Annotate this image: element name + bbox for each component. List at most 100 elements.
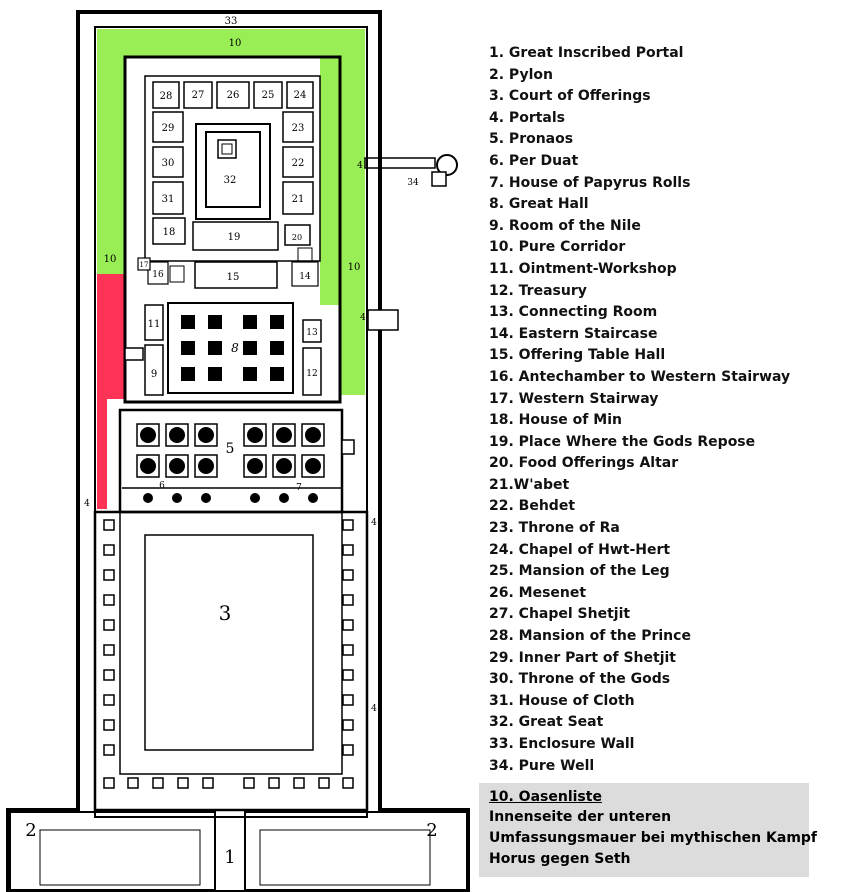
great-seat-shrine-core: [221, 143, 233, 155]
legend-item: 30. Throne of the Gods: [489, 671, 671, 688]
chapel-29: [152, 111, 184, 143]
label-4-d: 4: [371, 518, 377, 528]
stair-16: [169, 265, 185, 283]
screen-wall-columns: [143, 493, 318, 503]
label-4-e: 4: [371, 704, 377, 714]
room-13: [302, 319, 322, 343]
great-seat-inner: [205, 131, 261, 208]
legend-item: 23. Throne of Ra: [489, 520, 620, 537]
label-10-right: 10: [348, 262, 361, 273]
label-21: 21: [292, 194, 305, 205]
sanctuary-block: [144, 75, 321, 262]
label-34: 34: [407, 178, 419, 188]
chapel-22: [282, 146, 314, 178]
label-30: 30: [162, 158, 175, 169]
label-27: 27: [192, 90, 205, 101]
enclosure-wall-inner: [94, 26, 368, 818]
plan-labels: 33 10 10 10 28 27 26 25 24 29 23 30 22 3…: [25, 16, 437, 868]
room-17: [137, 257, 151, 271]
label-33: 33: [225, 16, 238, 27]
legend-item: 1. Great Inscribed Portal: [489, 45, 684, 61]
label-10-top: 10: [229, 38, 242, 49]
note-title: 10. Oasenliste: [489, 789, 602, 805]
label-2-left: 2: [25, 820, 36, 841]
chapel-25: [253, 81, 283, 109]
legend-item: 6. Per Duat: [489, 152, 579, 169]
label-6: 6: [159, 481, 165, 491]
legend-item: 13. Connecting Room: [489, 304, 658, 321]
legend-item: 17. Western Stairway: [489, 390, 659, 407]
label-24: 24: [294, 90, 307, 101]
chapel-23: [282, 111, 314, 143]
legend-item: 26. Mesenet: [489, 584, 587, 601]
chapel-21: [282, 181, 314, 215]
pylon-left: [9, 811, 216, 891]
great-seat-outer: [195, 123, 271, 220]
room-16: [147, 261, 169, 285]
portal-east-court: [341, 439, 355, 455]
legend-item: 2. Pylon: [489, 66, 553, 83]
well-shaft-base: [431, 171, 447, 187]
label-23: 23: [292, 123, 305, 134]
label-28: 28: [160, 91, 173, 102]
label-14: 14: [299, 272, 311, 282]
label-13: 13: [306, 328, 318, 338]
label-5: 5: [226, 441, 235, 457]
label-9: 9: [151, 369, 157, 380]
chapel-24: [286, 81, 314, 109]
label-19: 19: [228, 232, 241, 243]
note-line: Innenseite der unteren: [489, 809, 672, 825]
court-of-offerings-open: [144, 534, 314, 751]
label-4-b: 4: [360, 313, 366, 323]
label-2-right: 2: [426, 820, 437, 841]
chapel-27: [183, 81, 213, 109]
legend-item: 33. Enclosure Wall: [489, 736, 635, 752]
legend-item: 29. Inner Part of Shetjit: [489, 649, 677, 666]
legend-item: 21.W'abet: [489, 476, 570, 493]
label-31: 31: [162, 194, 175, 205]
stair-14: [297, 247, 313, 263]
label-22: 22: [292, 158, 305, 169]
legend-item: 31. House of Cloth: [489, 692, 635, 709]
label-1: 1: [224, 847, 235, 868]
oasenliste-note: 10. Oasenliste Innenseite der unteren Um…: [479, 783, 818, 877]
pylon-right-inner: [259, 829, 431, 886]
inner-temple-wall: [123, 55, 342, 404]
label-29: 29: [162, 123, 175, 134]
pylon-right: [244, 811, 468, 891]
legend-item: 10. Pure Corridor: [489, 239, 626, 256]
room-15: [194, 261, 278, 289]
pronaos-columns: [136, 423, 325, 478]
room-11: [144, 304, 164, 341]
legend-item: 14. Eastern Staircase: [489, 325, 658, 342]
court-of-offerings-colonnade: [119, 511, 343, 775]
great-hall-columns: [181, 315, 284, 381]
legend-item: 32. Great Seat: [489, 714, 604, 731]
legend-item: 27. Chapel Shetjit: [489, 606, 631, 623]
legend-item: 12. Treasury: [489, 282, 587, 299]
chapel-18: [152, 217, 186, 245]
chapel-30: [152, 146, 184, 178]
court-of-offerings-outer: [93, 510, 369, 812]
oasenliste-wall-red-lower: [97, 399, 107, 509]
legend-item: 25. Mansion of the Leg: [489, 563, 670, 580]
legend-item: 9. Room of the Nile: [489, 217, 641, 234]
legend-item: 4. Portals: [489, 109, 565, 126]
label-4-a: 4: [357, 161, 363, 171]
label-4-c: 4: [84, 499, 90, 509]
legend-item: 8. Great Hall: [489, 196, 589, 213]
room-12: [302, 347, 322, 396]
legend-item: 18. House of Min: [489, 412, 622, 429]
chapel-28: [152, 81, 180, 109]
room-19: [192, 221, 279, 251]
label-17: 17: [140, 261, 149, 269]
enclosure-wall: [6, 10, 470, 892]
note-line: Horus gegen Seth: [489, 851, 631, 867]
label-7: 7: [296, 483, 302, 493]
oasenliste-wall-red: [97, 274, 125, 399]
label-3: 3: [219, 601, 232, 625]
room-14: [291, 261, 319, 287]
legend-item: 34. Pure Well: [489, 757, 595, 774]
note-line: Umfassungsmauer bei mythischen Kampf: [489, 830, 818, 846]
